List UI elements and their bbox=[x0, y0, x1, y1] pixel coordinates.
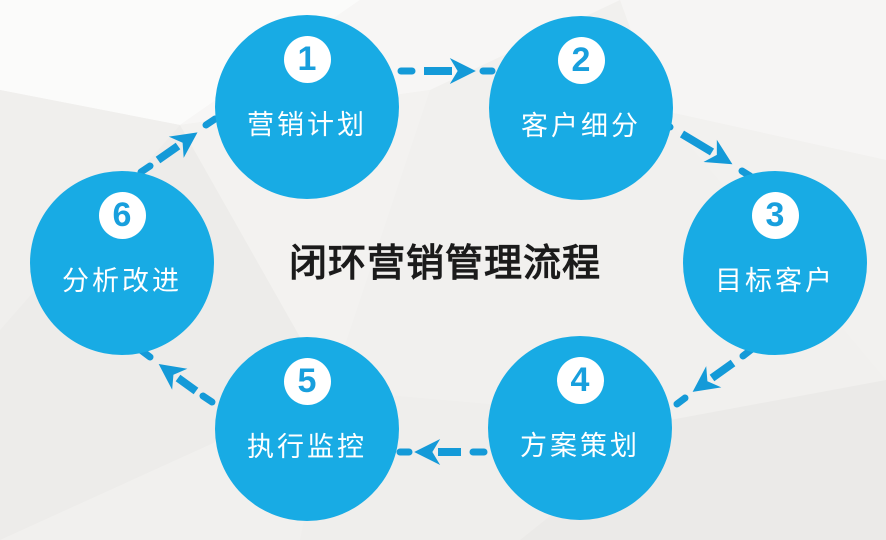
step-3-label: 目标客户 bbox=[715, 266, 835, 296]
step-2-label: 客户细分 bbox=[521, 111, 641, 141]
arrow-step2-to-step3 bbox=[657, 117, 754, 180]
step-1-number: 1 bbox=[297, 39, 317, 78]
step-6-number-badge: 6 bbox=[98, 192, 146, 239]
step-1-label: 营销计划 bbox=[247, 110, 367, 140]
step-6-number: 6 bbox=[112, 195, 132, 234]
node-step-4: 4 方案策划 bbox=[488, 336, 672, 520]
step-5-number-badge: 5 bbox=[283, 358, 331, 405]
step-5-number: 5 bbox=[297, 361, 317, 400]
node-step-1: 1 营销计划 bbox=[215, 15, 399, 199]
step-3-number-badge: 3 bbox=[751, 192, 799, 239]
diagram-title: 闭环营销管理流程 bbox=[288, 243, 601, 285]
step-2-number-badge: 2 bbox=[557, 37, 605, 84]
step-1-number-badge: 1 bbox=[283, 36, 331, 83]
arrow-step3-to-step4 bbox=[673, 345, 756, 408]
node-step-3: 3 目标客户 bbox=[683, 171, 867, 355]
step-4-number: 4 bbox=[570, 360, 590, 399]
step-6-label: 分析改进 bbox=[62, 266, 182, 296]
node-step-2: 2 客户细分 bbox=[489, 16, 673, 200]
arrow-step5-to-step6 bbox=[138, 347, 216, 406]
step-5-label: 执行监控 bbox=[247, 432, 367, 462]
arrow-step6-to-step1 bbox=[137, 115, 219, 176]
step-4-label: 方案策划 bbox=[520, 431, 640, 461]
node-step-5: 5 执行监控 bbox=[215, 337, 399, 521]
step-3-number: 3 bbox=[765, 195, 785, 234]
step-2-number: 2 bbox=[571, 40, 591, 79]
step-4-number-badge: 4 bbox=[556, 357, 604, 404]
node-step-6: 6 分析改进 bbox=[30, 171, 214, 355]
